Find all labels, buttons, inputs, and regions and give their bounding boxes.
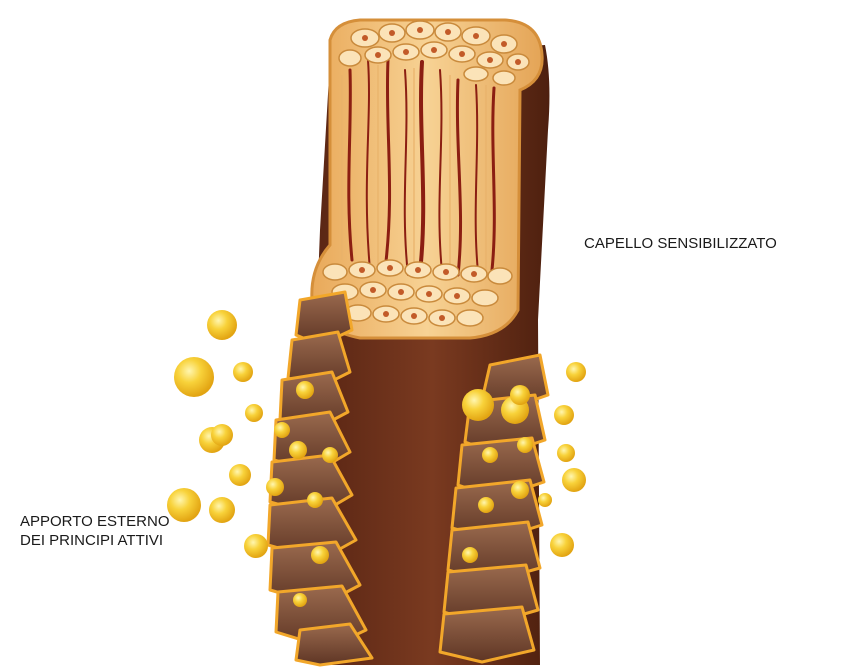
sensitized-hair-text: CAPELLO SENSIBILIZZATO: [584, 235, 777, 252]
external-supply-line-1: APPORTO ESTERNO: [20, 512, 169, 531]
external-supply-line-2: DEI PRINCIPI ATTIVI: [20, 531, 169, 550]
external-supply-label: APPORTO ESTERNO DEI PRINCIPI ATTIVI: [20, 512, 169, 550]
sensitized-hair-label: CAPELLO SENSIBILIZZATO: [584, 234, 777, 253]
